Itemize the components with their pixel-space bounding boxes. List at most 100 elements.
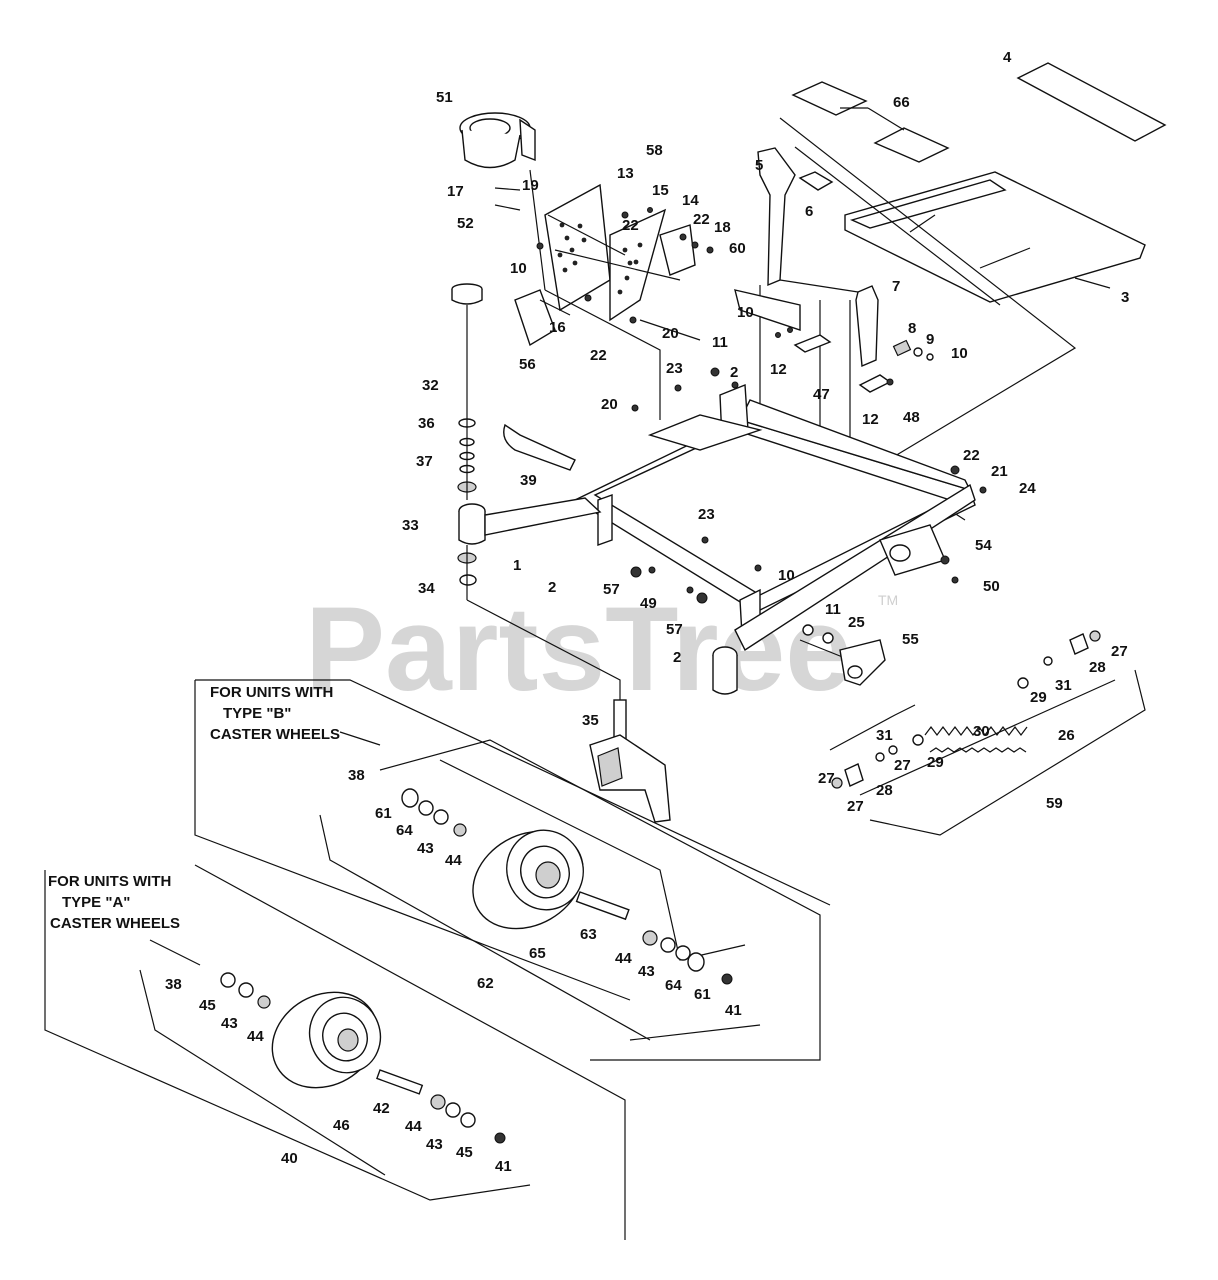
type-a-note-line-2: TYPE "A": [62, 894, 130, 911]
callout: 20: [601, 396, 618, 413]
floor-plate-4: [1016, 62, 1167, 142]
callout: 63: [580, 926, 597, 943]
callout: 49: [640, 595, 657, 612]
callout: 61: [375, 805, 392, 822]
spindle-35: [589, 699, 671, 823]
callout: 8: [908, 320, 916, 337]
callout: 10: [510, 260, 527, 277]
callout: 28: [876, 782, 893, 799]
plate-13: [544, 183, 611, 312]
type-b-note-line-2: TYPE "B": [223, 705, 291, 722]
callout: 5: [755, 157, 763, 174]
callout: 44: [247, 1028, 264, 1045]
callout: 29: [1030, 689, 1047, 706]
spring-assembly-59: [829, 630, 1146, 836]
callout: 43: [221, 1015, 238, 1032]
callout: 40: [281, 1150, 298, 1167]
callout: 51: [436, 89, 453, 106]
callout: 10: [778, 567, 795, 584]
callout: 27: [1111, 643, 1128, 660]
callout: 27: [847, 798, 864, 815]
callout: 23: [666, 360, 683, 377]
callout: 45: [456, 1144, 473, 1161]
callout: 38: [348, 767, 365, 784]
callout: 20: [662, 325, 679, 342]
callout: 41: [495, 1158, 512, 1175]
type-b-box: [194, 679, 831, 1041]
tire-46: [271, 991, 382, 1089]
callout: 44: [445, 852, 462, 869]
type-a-note-line-3: CASTER WHEELS: [50, 915, 180, 932]
callout: 2: [673, 649, 681, 666]
callout: 54: [975, 537, 992, 554]
callout: 22: [963, 447, 980, 464]
callout: 34: [418, 580, 435, 597]
callout: 17: [447, 183, 464, 200]
callout: 59: [1046, 795, 1063, 812]
callout: 7: [892, 278, 900, 295]
callout-labels: 4 66 51 58 13 15 14 22 18 60 19 17 52 10…: [165, 49, 1129, 1175]
callout: 56: [519, 356, 536, 373]
callout: 10: [951, 345, 968, 362]
callout: 60: [729, 240, 746, 257]
callout: 64: [665, 977, 682, 994]
pivot-56: [503, 289, 576, 471]
callout: 31: [1055, 677, 1072, 694]
callout: 12: [770, 361, 787, 378]
callout: 11: [825, 601, 841, 618]
main-frame-2: [573, 289, 976, 695]
callout: 22: [693, 211, 710, 228]
watermark-tm: TM: [878, 592, 898, 608]
callout: 39: [520, 472, 537, 489]
callout: 9: [926, 331, 934, 348]
callout: 13: [617, 165, 634, 182]
callout: 1: [513, 557, 521, 574]
callout: 36: [418, 415, 435, 432]
callout: 2: [730, 364, 738, 381]
callout: 61: [694, 986, 711, 1003]
callout: 46: [333, 1117, 350, 1134]
callout: 47: [813, 386, 830, 403]
callout: 28: [1089, 659, 1106, 676]
tire-65: [472, 829, 584, 930]
callout: 44: [615, 950, 632, 967]
callout: 43: [426, 1136, 443, 1153]
caster-stack: [451, 283, 483, 586]
callout: 42: [373, 1100, 390, 1117]
callout: 18: [714, 219, 731, 236]
decal-66: [791, 81, 950, 163]
callout: 43: [638, 963, 655, 980]
callout: 22: [622, 217, 639, 234]
callout: 15: [652, 182, 669, 199]
pivot-arm-55: [799, 639, 886, 686]
floor-pan-3: [844, 171, 1146, 303]
callout: 41: [725, 1002, 742, 1019]
callout: 11: [712, 334, 728, 351]
callout: 25: [848, 614, 865, 631]
callout: 57: [666, 621, 683, 638]
callout: 27: [818, 770, 835, 787]
callout: 32: [422, 377, 439, 394]
bracket-7: [855, 285, 879, 368]
callout: 21: [991, 463, 1008, 480]
plate-14: [609, 208, 667, 322]
callout: 6: [805, 203, 813, 220]
callout: 58: [646, 142, 663, 159]
callout: 3: [1121, 289, 1129, 306]
callout: 4: [1003, 49, 1012, 66]
callout: 62: [477, 975, 494, 992]
callout: 10: [737, 304, 754, 321]
callout: 23: [698, 506, 715, 523]
callout: 19: [522, 177, 539, 194]
bracket-5: [757, 147, 796, 287]
callout: 22: [590, 347, 607, 364]
callout: 24: [1019, 480, 1036, 497]
callout: 64: [396, 822, 413, 839]
cup-holder-51: [459, 112, 536, 169]
callout: 37: [416, 453, 433, 470]
callout: 30: [973, 723, 990, 740]
callout: 33: [402, 517, 419, 534]
callout: 12: [862, 411, 879, 428]
callout: 43: [417, 840, 434, 857]
